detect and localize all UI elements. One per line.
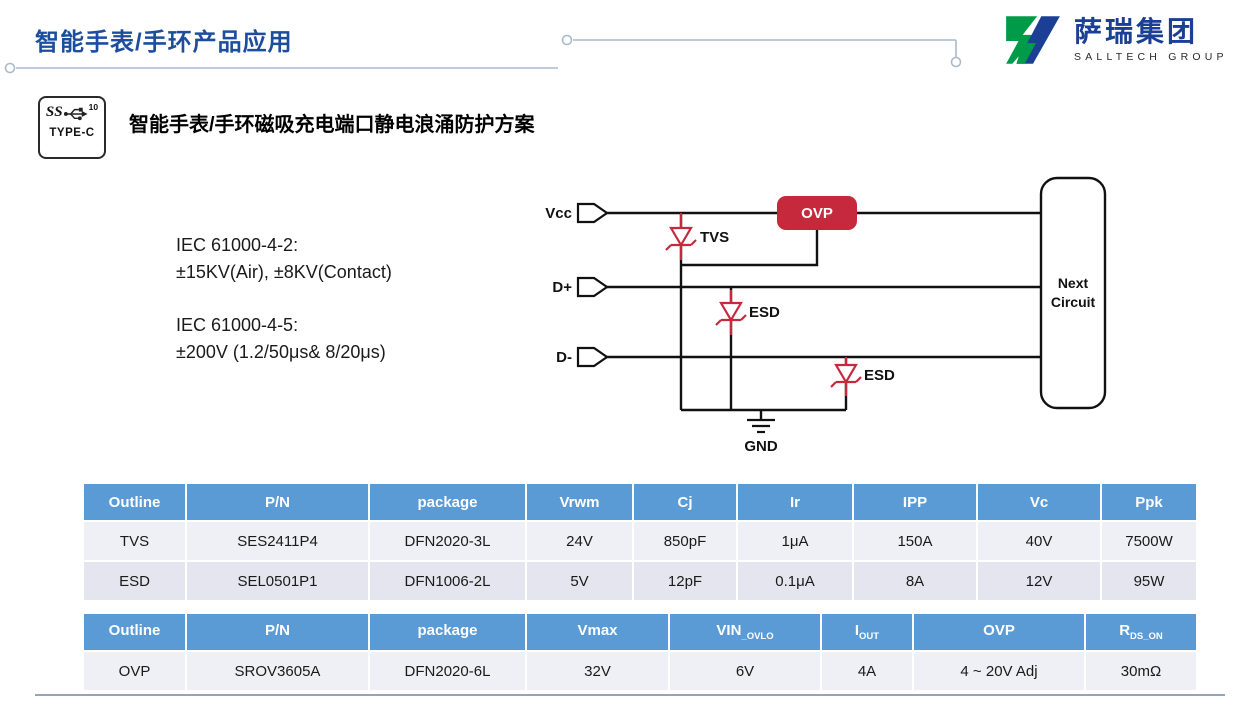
salltech-logo-icon bbox=[1006, 16, 1060, 64]
usb-typec-icon: SS 10 TYPE-C bbox=[38, 96, 106, 159]
iec2-title: IEC 61000-4-5: bbox=[176, 315, 299, 335]
table-cell: 8A bbox=[852, 560, 978, 602]
tvs-diode-icon bbox=[665, 213, 697, 260]
table-header-cell: P/N bbox=[185, 482, 370, 522]
page-title: 智能手表/手环产品应用 bbox=[35, 29, 293, 56]
iec1-title: IEC 61000-4-2: bbox=[176, 235, 299, 255]
table-cell: OVP bbox=[82, 650, 187, 692]
table-header-cell: Outline bbox=[82, 482, 187, 522]
esd-diode-bottom-icon bbox=[830, 357, 862, 396]
table-cell: 24V bbox=[525, 520, 634, 562]
table-cell: SES2411P4 bbox=[185, 520, 370, 562]
gnd-symbol-icon bbox=[747, 418, 775, 434]
logo-name: 萨瑞集团 bbox=[1074, 16, 1199, 48]
table-cell: 4 ~ 20V Adj bbox=[912, 650, 1086, 692]
connector-pins bbox=[576, 202, 609, 368]
table-row: ESD SEL0501P1 DFN1006-2L 5V 12pF 0.1μA 8… bbox=[82, 560, 1198, 602]
table-header-cell: VIN_OVLO bbox=[668, 612, 822, 652]
table-header-cell: IPP bbox=[852, 482, 978, 522]
esd-top-label: ESD bbox=[749, 304, 780, 321]
usb-speed-label: 10 bbox=[88, 102, 99, 112]
table-cell: 6V bbox=[668, 650, 822, 692]
table-header-cell: P/N bbox=[185, 612, 370, 652]
table-header-cell: Vrwm bbox=[525, 482, 634, 522]
usb-trident-icon bbox=[63, 107, 88, 121]
dplus-label: D+ bbox=[552, 279, 572, 296]
esd-diode-top-icon bbox=[715, 290, 747, 335]
next-circuit-label-1: Next bbox=[1058, 275, 1089, 291]
table-header-cell: package bbox=[368, 482, 527, 522]
table-cell: 150A bbox=[852, 520, 978, 562]
gnd-label: GND bbox=[744, 438, 778, 455]
table-cell: ESD bbox=[82, 560, 187, 602]
table-cell: 95W bbox=[1100, 560, 1198, 602]
table-row: TVS SES2411P4 DFN2020-3L 24V 850pF 1μA 1… bbox=[82, 520, 1198, 562]
table-cell: 5V bbox=[525, 560, 634, 602]
usb-ss-label: SS bbox=[45, 104, 63, 120]
table-cell: 850pF bbox=[632, 520, 738, 562]
logo-subtitle: SALLTECH GROUP bbox=[1074, 50, 1228, 63]
table-cell: 4A bbox=[820, 650, 914, 692]
esd-bottom-label: ESD bbox=[864, 367, 895, 384]
table-header-cell: Ppk bbox=[1100, 482, 1198, 522]
table-header-cell: Cj bbox=[632, 482, 738, 522]
table-row: OVP SROV3605A DFN2020-6L 32V 6V 4A 4 ~ 2… bbox=[82, 650, 1198, 692]
next-circuit-block: Next Circuit bbox=[1039, 176, 1107, 410]
ovp-spec-table: Outline P/N package Vmax VIN_OVLO IOUT O… bbox=[82, 612, 1198, 692]
table-header-cell: Ir bbox=[736, 482, 854, 522]
table-cell: 32V bbox=[525, 650, 670, 692]
vcc-label: Vcc bbox=[545, 205, 572, 222]
protection-circuit-diagram: OVP Next Circuit Vcc D+ D- TVS ESD ESD G… bbox=[545, 176, 1107, 455]
table-cell: 0.1μA bbox=[736, 560, 854, 602]
usb-type-label: TYPE-C bbox=[49, 127, 95, 139]
ovp-label: OVP bbox=[801, 205, 833, 222]
table-cell: TVS bbox=[82, 520, 187, 562]
iec2-value: ±200V (1.2/50μs& 8/20μs) bbox=[176, 342, 386, 362]
tvs-label: TVS bbox=[700, 229, 729, 246]
iec-spec-block: IEC 61000-4-2: ±15KV(Air), ±8KV(Contact)… bbox=[176, 232, 392, 366]
table-cell: 30mΩ bbox=[1084, 650, 1198, 692]
footer-divider bbox=[35, 694, 1225, 696]
table-header-cell: Vmax bbox=[525, 612, 670, 652]
table-header-cell: Vc bbox=[976, 482, 1102, 522]
ovp-block: OVP bbox=[777, 196, 857, 230]
table-cell: 7500W bbox=[1100, 520, 1198, 562]
table-cell: 1μA bbox=[736, 520, 854, 562]
table-cell: SEL0501P1 bbox=[185, 560, 370, 602]
iec1-value: ±15KV(Air), ±8KV(Contact) bbox=[176, 262, 392, 282]
section-title: 智能手表/手环磁吸充电端口静电浪涌防护方案 bbox=[129, 114, 535, 136]
tvs-esd-spec-table: Outline P/N package Vrwm Cj Ir IPP Vc Pp… bbox=[82, 482, 1198, 602]
table-cell: DFN2020-3L bbox=[368, 520, 527, 562]
table-header-row: Outline P/N package Vmax VIN_OVLO IOUT O… bbox=[82, 612, 1198, 652]
table-cell: SROV3605A bbox=[185, 650, 370, 692]
table-header-cell: OVP bbox=[912, 612, 1086, 652]
table-cell: DFN2020-6L bbox=[368, 650, 527, 692]
table-header-row: Outline P/N package Vrwm Cj Ir IPP Vc Pp… bbox=[82, 482, 1198, 522]
table-header-cell: RDS_ON bbox=[1084, 612, 1198, 652]
table-header-cell: package bbox=[368, 612, 527, 652]
table-cell: 12V bbox=[976, 560, 1102, 602]
table-cell: 40V bbox=[976, 520, 1102, 562]
dminus-label: D- bbox=[556, 349, 572, 366]
company-logo: 萨瑞集团 SALLTECH GROUP bbox=[1002, 14, 1228, 66]
table-header-cell: Outline bbox=[82, 612, 187, 652]
next-circuit-label-2: Circuit bbox=[1051, 294, 1096, 310]
table-header-cell: IOUT bbox=[820, 612, 914, 652]
table-cell: 12pF bbox=[632, 560, 738, 602]
table-cell: DFN1006-2L bbox=[368, 560, 527, 602]
